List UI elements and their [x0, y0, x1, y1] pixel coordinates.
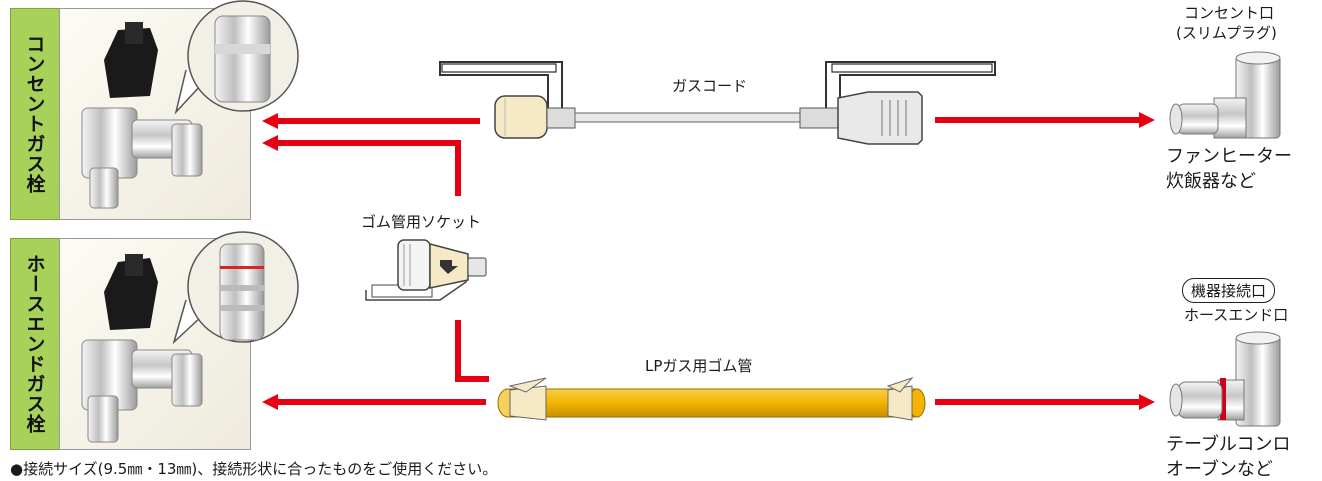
outlet-title-line1: コンセント口 — [1184, 4, 1275, 22]
hose-end-plug-image — [1169, 331, 1281, 427]
arrow-hose-to-valve — [262, 394, 486, 410]
rubber-socket-image — [365, 239, 487, 301]
concent-zoom-bubble — [174, 0, 299, 115]
device-connection-badge: 機器接続口 — [1182, 278, 1276, 303]
hose-end-port-label: ホースエンド口 — [1184, 306, 1289, 324]
rubber-socket-label: ゴム管用ソケット — [361, 213, 482, 231]
lp-hose-image — [497, 376, 926, 421]
hoseend-zoom-bubble — [172, 231, 299, 345]
appliance-bottom-line1: テーブルコンロ — [1166, 434, 1291, 455]
lp-hose-label: LPガス用ゴム管 — [645, 357, 753, 375]
concent-valve-label: コンセントガス栓 — [10, 8, 60, 220]
footer-note: ●接続サイズ(9.5㎜・13㎜)、接続形状に合ったものをご使用ください。 — [10, 460, 498, 478]
arrow-socket-to-valve — [262, 135, 461, 196]
appliance-top-line1: ファンヒーター — [1166, 146, 1292, 167]
arrow-cord-to-appliance — [935, 112, 1155, 128]
hoseend-valve-image — [81, 254, 203, 443]
arrow-cord-to-valve — [262, 113, 480, 129]
appliance-bottom-line2: オーブンなど — [1166, 459, 1273, 480]
arrow-hose-to-appliance — [935, 394, 1155, 410]
arrow-socket-to-hose — [455, 320, 489, 382]
gas-cord-label: ガスコード — [672, 77, 748, 95]
appliance-top-line2: 炊飯器など — [1166, 171, 1256, 192]
gas-cord-image — [439, 61, 996, 145]
hoseend-valve-label: ホースエンドガス栓 — [10, 238, 60, 450]
outlet-title-line2: (スリムプラグ) — [1176, 24, 1277, 42]
concent-valve-image — [81, 22, 203, 209]
slim-plug-image — [1169, 51, 1281, 139]
